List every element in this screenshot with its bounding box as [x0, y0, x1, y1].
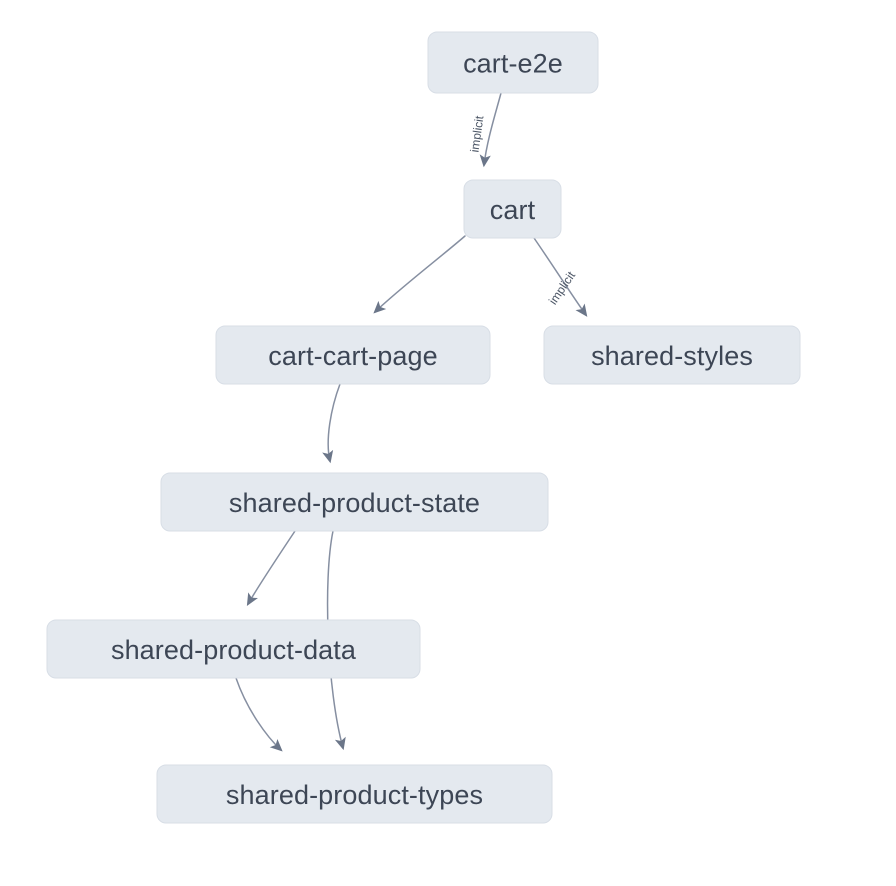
nodes-layer: cart-e2e cart cart-cart-page shared-styles s… [46, 31, 801, 824]
node-box[interactable] [46, 619, 421, 679]
graph-node-cart-cart-page[interactable]: cart-cart-page [215, 325, 491, 385]
graph-edge [479, 92, 502, 168]
edge-label: implicit [468, 114, 487, 153]
graph-node-shared-product-data[interactable]: shared-product-data [46, 619, 421, 679]
node-box[interactable] [463, 179, 562, 239]
node-box[interactable] [156, 764, 553, 824]
graph-edge [373, 235, 466, 314]
node-box[interactable] [427, 31, 599, 94]
graph-edge [533, 237, 588, 317]
node-box[interactable] [215, 325, 491, 385]
graph-edge [322, 383, 341, 464]
graph-edge [235, 677, 283, 752]
graph-node-cart[interactable]: cart [463, 179, 562, 239]
node-box[interactable] [543, 325, 801, 385]
node-label: shared-product-types [226, 780, 483, 810]
edge-label: implicit [546, 268, 578, 307]
graph-edge [246, 530, 296, 606]
node-label: shared-styles [591, 341, 753, 371]
graph-node-shared-product-state[interactable]: shared-product-state [160, 472, 549, 532]
node-label: shared-product-data [111, 635, 357, 665]
node-label: cart-cart-page [268, 341, 437, 371]
node-label: cart [490, 195, 536, 225]
graph-node-cart-e2e[interactable]: cart-e2e [427, 31, 599, 94]
node-label: shared-product-state [229, 488, 480, 518]
node-box[interactable] [160, 472, 549, 532]
node-label: cart-e2e [463, 49, 563, 79]
graph-node-shared-styles[interactable]: shared-styles [543, 325, 801, 385]
graph-node-shared-product-types[interactable]: shared-product-types [156, 764, 553, 824]
